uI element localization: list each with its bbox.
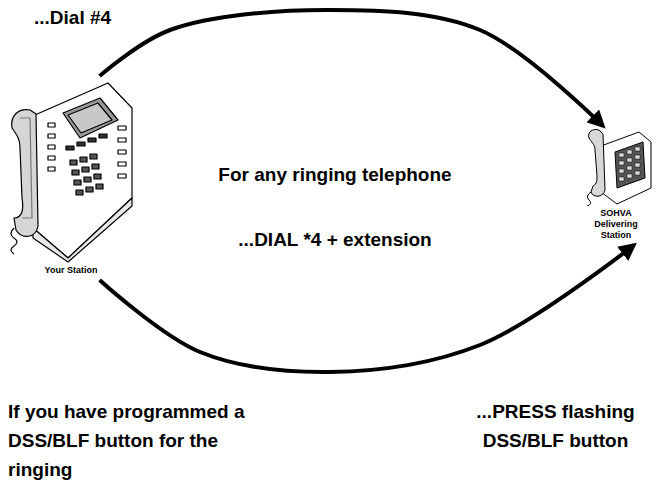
station-node: SOHVA Delivering Station [575,128,657,243]
station-label: Your Station [41,265,101,276]
instruction-text: ...Dial #4 [34,3,234,32]
instruction-text: For any ringing telephone [150,160,520,189]
station-phone [8,78,135,263]
station-phone [579,128,654,206]
instruction-text: If you have programmed a DSS/BLF button … [8,397,258,484]
instruction-text: ...PRESS flashing DSS/BLF button [468,397,643,455]
curved-arrow [100,10,603,126]
station-node: Your Station [6,78,136,278]
curved-arrow [100,245,634,372]
station-label: SOHVA Delivering Station [580,208,652,241]
instruction-text: ...DIAL *4 + extension [150,225,520,254]
